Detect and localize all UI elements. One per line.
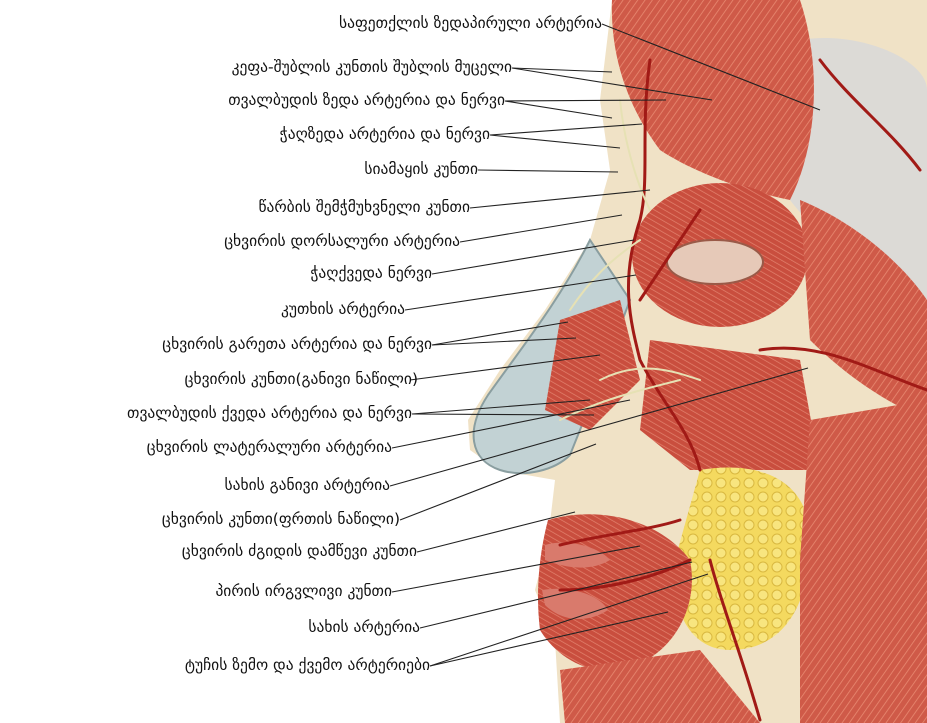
label-depressor-septi: ცხვირის ძგიდის დამწევი კუნთი: [182, 542, 417, 560]
label-corrugator-muscle: წარბის შემჭმუხვნელი კუნთი: [258, 198, 470, 216]
label-nasalis-transverse: ცხვირის კუნთი(განივი ნაწილი): [185, 370, 418, 388]
label-dorsal-nasal-artery: ცხვირის დორსალური არტერია: [224, 232, 460, 250]
label-labial-arteries: ტუჩის ზემო და ქვემო არტერიები: [185, 656, 430, 674]
label-infraorbital-artery-nerve: თვალბუდის ქვედა არტერია და ნერვი: [127, 404, 412, 422]
label-frontalis-muscle: კეფა-შუბლის კუნთის შუბლის მუცელი: [232, 58, 512, 76]
label-superficial-temporal-artery: საფეთქლის ზედაპირული არტერია: [339, 14, 602, 32]
label-lateral-nasal-artery: ცხვირის ლატერალური არტერია: [147, 438, 392, 456]
label-transverse-facial-artery: სახის განივი არტერია: [225, 476, 390, 494]
label-nasalis-alar: ცხვირის კუნთი(ფრთის ნაწილი): [162, 510, 400, 528]
label-orbicularis-oris: პირის ირგვლივი კუნთი: [215, 582, 392, 600]
label-infratrochlear-nerve: ჭაღქვედა ნერვი: [310, 264, 432, 282]
label-external-nasal-artery-nerve: ცხვირის გარეთა არტერია და ნერვი: [162, 335, 432, 353]
label-supraorbital-artery-nerve: თვალბუდის ზედა არტერია და ნერვი: [228, 91, 505, 109]
label-supratrochlear-artery-nerve: ჭაღზედა არტერია და ნერვი: [280, 125, 490, 143]
label-angular-artery: კუთხის არტერია: [281, 300, 405, 318]
label-facial-artery: სახის არტერია: [308, 618, 420, 636]
label-procerus-muscle: სიამაყის კუნთი: [364, 160, 478, 178]
